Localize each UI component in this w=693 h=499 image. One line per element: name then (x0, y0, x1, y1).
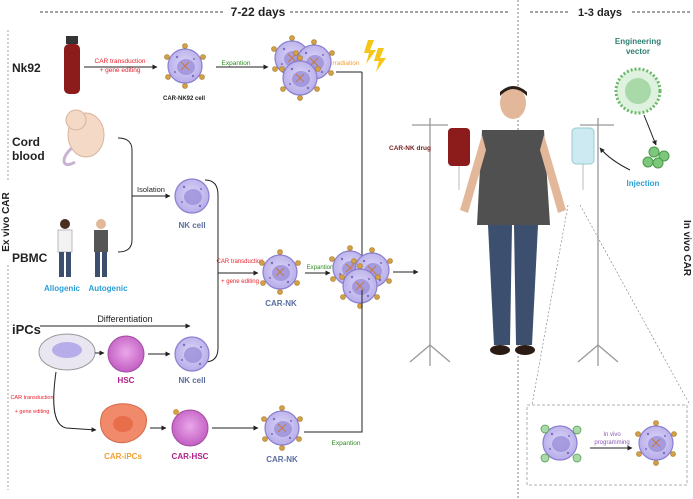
vector-particles-icon (642, 146, 670, 169)
car-nk-label-center: CAR-NK (265, 299, 297, 308)
allogenic-label: Allogenic (44, 284, 81, 293)
expantion-label-nk92: Expantion (222, 60, 251, 67)
nk-cell-icon-differentiated (174, 336, 210, 372)
iv-stand-left-icon (409, 118, 451, 366)
irradiation-label: Irradiation (331, 60, 360, 67)
car-nk-cell-icon-center (260, 250, 301, 295)
nk92-label: Nk92 (12, 61, 41, 75)
car-transduction-label-center: CAR transduction (216, 259, 263, 265)
allogenic-person-icon (57, 219, 73, 277)
car-hsc-cell-icon (171, 409, 209, 447)
car-ipcs-label: CAR-iPCs (104, 452, 142, 461)
vector-bound-icon (540, 424, 582, 463)
car-transduction-label-bottom: CAR transduction (10, 395, 53, 401)
gene-editing-label-bottom: + gene editing (15, 409, 50, 415)
nk-cell-icon-isolated (174, 178, 210, 214)
timeline-1-3-days: 1-3 days (578, 7, 622, 19)
car-hsc-label: CAR-HSC (172, 452, 209, 461)
hsc-cell-icon (107, 335, 145, 373)
nk-cell-label-differentiated: NK cell (178, 376, 205, 385)
in-vivo-car-label: In vivo CAR (681, 220, 692, 277)
lightning-icon (364, 40, 386, 72)
expanded-car-nk92-cluster-icon (272, 36, 335, 101)
car-nk92-cell-label: CAR-NK92 cell (163, 96, 205, 102)
cord-blood-label-2: blood (12, 149, 45, 163)
engineering-vector-label-2: vector (626, 47, 650, 56)
autogenic-person-icon (94, 219, 108, 277)
iv-bag-blue-icon (571, 127, 595, 190)
injection-label: Injection (627, 179, 660, 188)
fetus-icon (62, 109, 105, 167)
cord-blood-label-1: Cord (12, 135, 40, 149)
expantion-label-bottom: Expantion (332, 440, 361, 447)
car-transduction-label-nk92: CAR transduction (95, 58, 146, 65)
in-vivo-programming-label-2: programming (594, 440, 629, 446)
car-nk-cell-icon-bottom (262, 406, 303, 451)
iv-stand-right-icon (577, 118, 619, 366)
ipcs-label: iPCs (12, 322, 41, 337)
timeline-7-22-days: 7-22 days (231, 5, 286, 19)
iv-bag-red-icon (448, 128, 470, 190)
autogenic-label: Autogenic (88, 284, 128, 293)
engineering-vector-icon (614, 67, 662, 115)
gene-editing-label-center: + gene editing (221, 279, 259, 285)
car-ipc-cell-icon (100, 403, 147, 444)
in-vivo-programming-label-1: In vivo (603, 432, 621, 438)
isolation-label: Isolation (137, 185, 165, 194)
ex-vivo-car-label: Ex vivo CAR (1, 191, 12, 251)
engineering-vector-label-1: Engineering (615, 37, 661, 46)
blood-tube-icon (64, 36, 80, 94)
hsc-label: HSC (118, 376, 135, 385)
gene-editing-label-nk92: + gene editing (99, 67, 140, 74)
petri-dish-icon (38, 333, 96, 371)
patient-figure-icon (460, 86, 566, 355)
car-nk-label-bottom: CAR-NK (266, 455, 298, 464)
expanded-car-nk-cluster-icon (330, 246, 393, 309)
expantion-label-center: Expantion (307, 265, 334, 271)
nk-cell-label-isolated: NK cell (178, 221, 205, 230)
car-nk-drug-label: CAR-NK drug (389, 145, 431, 152)
differentiation-label: Differentiation (97, 314, 152, 324)
car-nk92-cell-icon (165, 44, 206, 89)
pbmc-label: PBMC (12, 251, 48, 265)
